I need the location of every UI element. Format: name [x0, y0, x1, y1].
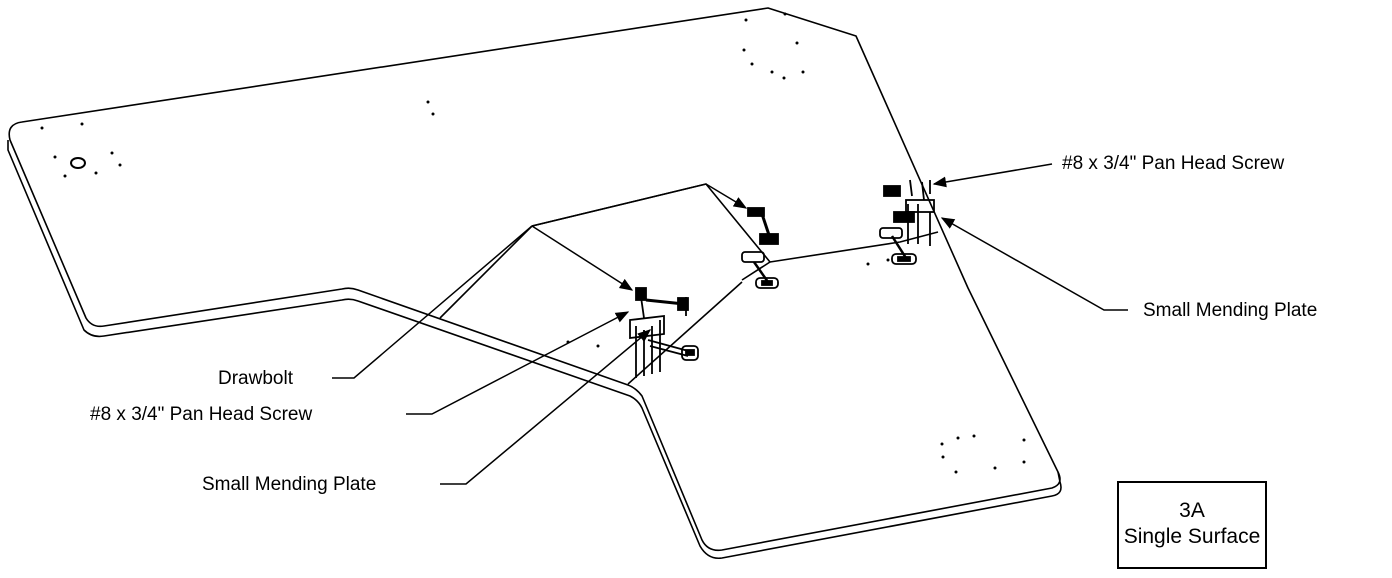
screw-label-right: #8 x 3/4" Pan Head Screw [1062, 153, 1285, 174]
title-block: 3A Single Surface [1117, 481, 1267, 569]
worksurface-outline [7, 7, 1062, 560]
drawbolt-label: Drawbolt [218, 368, 293, 389]
hardware-left [629, 287, 699, 378]
grommet-hole [70, 157, 86, 169]
step-number: 3A [1179, 499, 1205, 522]
plate-label-left: Small Mending Plate [202, 474, 377, 495]
step-name: Single Surface [1123, 525, 1261, 548]
pilot-holes [40, 12, 1026, 474]
hardware-middle [741, 207, 779, 289]
hardware-right [879, 179, 935, 265]
plate-label-right: Small Mending Plate [1143, 300, 1318, 321]
screw-label-left: #8 x 3/4" Pan Head Screw [90, 404, 313, 425]
leader-lines [332, 163, 1128, 485]
